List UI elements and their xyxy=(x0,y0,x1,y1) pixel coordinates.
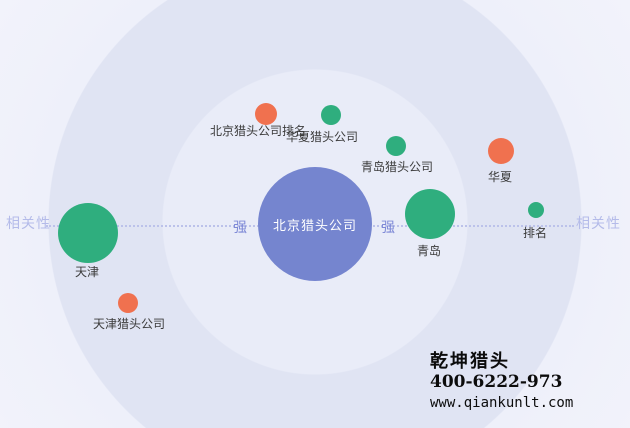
keyword-bubble-label: 华夏 xyxy=(487,170,513,184)
keyword-bubble[interactable] xyxy=(58,203,118,263)
keyword-bubble[interactable] xyxy=(488,138,514,164)
keyword-bubble-label: 天津猎头公司 xyxy=(92,317,166,331)
keyword-bubble-label: 天津 xyxy=(74,265,100,279)
keyword-bubble[interactable] xyxy=(405,189,455,239)
keyword-bubble[interactable] xyxy=(528,202,544,218)
center-keyword-bubble[interactable]: 北京猎头公司 xyxy=(258,167,372,281)
strong-label-right: 强 xyxy=(381,219,395,235)
relevance-label-left: 相关性 xyxy=(6,215,51,231)
website-url: www.qiankunlt.com xyxy=(430,395,574,411)
relevance-label-right: 相关性 xyxy=(576,215,621,231)
watermark: 乾坤猎头 400-6222-973 www.qiankunlt.com xyxy=(430,351,573,413)
keyword-bubble-label: 华夏猎头公司 xyxy=(285,130,359,144)
keyword-bubble-label: 青岛猎头公司 xyxy=(360,160,434,174)
keyword-bubble[interactable] xyxy=(118,293,138,313)
keyword-bubble[interactable] xyxy=(386,136,406,156)
brand-name: 乾坤猎头 xyxy=(430,351,510,371)
center-keyword-label: 北京猎头公司 xyxy=(272,217,357,233)
keyword-bubble-label: 北京猎头公司排名 xyxy=(209,124,307,138)
keyword-bubble[interactable] xyxy=(321,105,341,125)
strong-label-left: 强 xyxy=(233,219,247,235)
keyword-bubble-label: 排名 xyxy=(522,226,548,240)
phone-number: 400-6222-973 xyxy=(430,372,563,392)
keyword-bubble-label: 青岛 xyxy=(416,244,442,258)
keyword-bubble[interactable] xyxy=(255,103,277,125)
